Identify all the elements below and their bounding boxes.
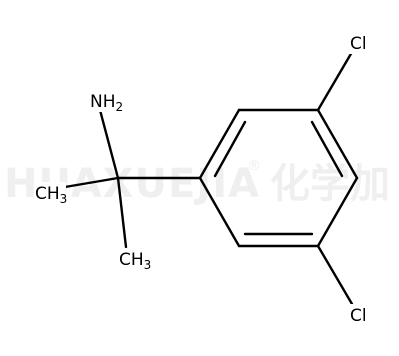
chloro-bottom-label: Cl — [350, 306, 367, 326]
atom-chloro-bottom: Cl — [349, 304, 375, 326]
label-backdrop — [34, 182, 66, 204]
methyl-left-label: CH3 — [35, 184, 67, 206]
methyl-bottom-main: CH — [119, 250, 144, 270]
atom-amine: NH2 — [90, 90, 130, 114]
ring-bond-4 — [316, 176, 359, 248]
bond-set — [63, 50, 359, 306]
methyl-bottom-label: CH3 — [119, 250, 151, 272]
bond-c-methyl-bottom — [116, 176, 128, 249]
ring-bond-3 — [316, 108, 359, 180]
bond-cl-top — [316, 50, 354, 112]
methyl-left-main: CH — [35, 184, 60, 204]
methyl-left-subscript: 3 — [60, 192, 68, 206]
amine-subscript: 2 — [116, 100, 124, 114]
amine-main: NH — [90, 92, 116, 112]
amine-label: NH2 — [90, 92, 123, 114]
watermark-chinese: 化学加 — [270, 161, 390, 207]
atom-chloro-top: Cl — [349, 32, 375, 54]
bond-cl-bottom — [316, 244, 354, 306]
atom-methyl-left: CH3 — [34, 182, 67, 206]
bond-c-n — [98, 108, 120, 180]
label-backdrop — [349, 32, 375, 54]
ring-double-bond-right — [310, 120, 344, 178]
chloro-top-label: Cl — [350, 34, 367, 54]
bond-c-methyl-left — [63, 176, 120, 189]
label-backdrop — [349, 304, 375, 326]
label-backdrop — [118, 248, 152, 270]
ring-bond-1 — [198, 108, 241, 180]
methyl-bottom-subscript: 3 — [144, 258, 152, 272]
atom-methyl-bottom: CH3 — [118, 248, 152, 272]
ring-bond-6 — [198, 176, 241, 248]
watermark-registered-mark: ® — [247, 158, 261, 174]
ring-double-bond-left — [213, 120, 247, 178]
label-backdrop — [90, 90, 130, 112]
